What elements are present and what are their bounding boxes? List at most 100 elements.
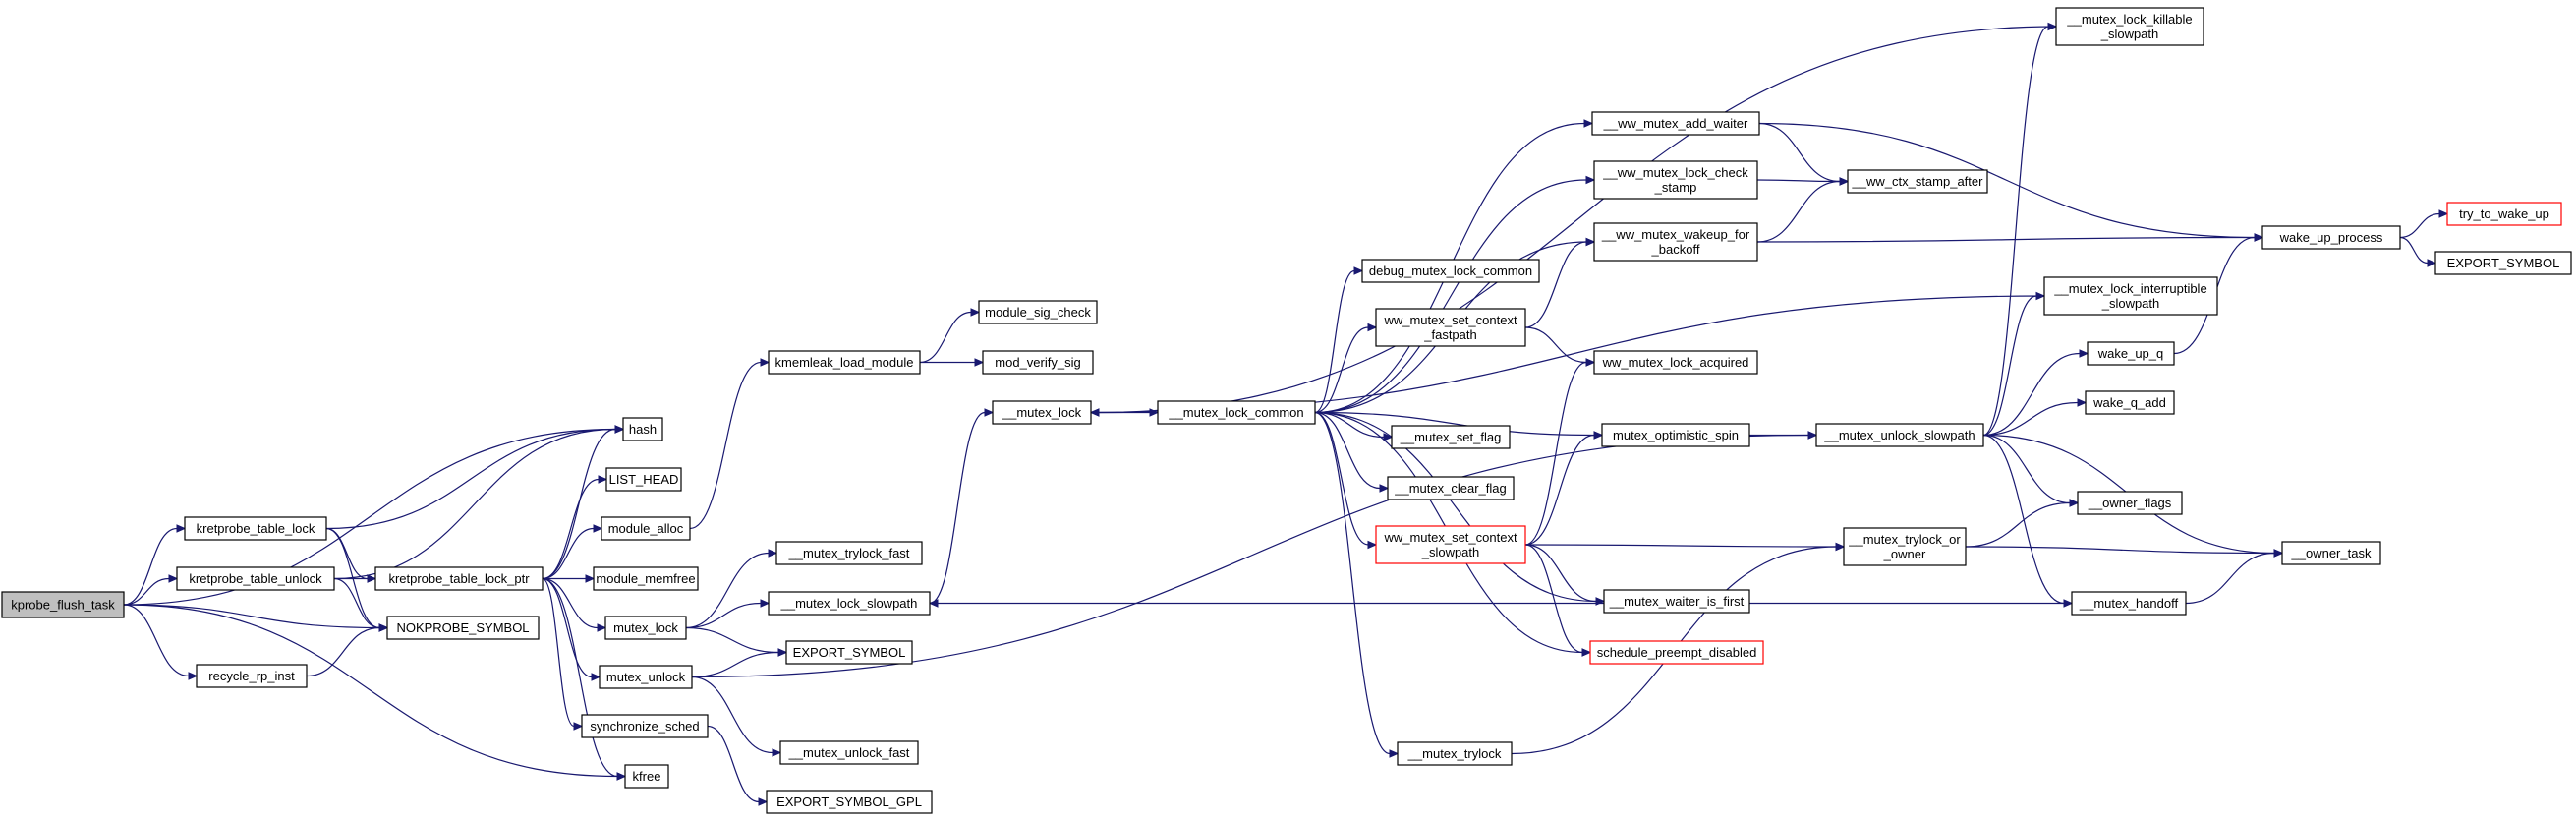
arrowhead-ww-mutex-set-context-slowpath	[1367, 540, 1378, 550]
node-label: mutex_unlock	[606, 670, 686, 684]
node-box	[1593, 350, 1758, 375]
arrowhead-debug-mutex-lock-common	[1353, 266, 1364, 275]
node-mutex-trylock-or-owner[interactable]: __mutex_trylock_or_owner	[1843, 527, 1967, 566]
node-try-to-wake-up[interactable]: try_to_wake_up	[2446, 202, 2562, 226]
arrowhead-kmemleak-load-module	[760, 358, 771, 367]
node-debug-mutex-lock-common[interactable]: debug_mutex_lock_common	[1361, 259, 1540, 283]
node-kretprobe-table-lock-ptr[interactable]: kretprobe_table_lock_ptr	[374, 566, 544, 591]
node-label: ww_mutex_set_context	[1383, 530, 1517, 545]
node-kmemleak-load-module[interactable]: kmemleak_load_module	[768, 350, 921, 375]
node-mod-verify-sig[interactable]: mod_verify_sig	[982, 350, 1094, 375]
node-module-memfree[interactable]: module_memfree	[593, 566, 699, 591]
node-mutex-lock[interactable]: __mutex_lock	[992, 400, 1092, 425]
node-mutex-handoff[interactable]: __mutex_handoff	[2071, 591, 2187, 616]
arrowhead-mutex-trylock-or-owner	[1835, 542, 1846, 552]
node-label: try_to_wake_up	[2459, 206, 2549, 221]
node-mutex-lock-common[interactable]: __mutex_lock_common	[1157, 400, 1316, 425]
node-recycle-rp-inst[interactable]: recycle_rp_inst	[196, 664, 308, 688]
arrowhead-export-symbol-a	[777, 648, 788, 657]
node-ww-mutex-wakeup-for-backoff[interactable]: __ww_mutex_wakeup_for_backoff	[1593, 222, 1758, 262]
node-mutex-clear-flag[interactable]: __mutex_clear_flag	[1387, 476, 1515, 500]
node-export-symbol-b[interactable]: EXPORT_SYMBOL	[2434, 251, 2572, 275]
node-wake-up-process[interactable]: wake_up_process	[2261, 225, 2401, 250]
node-box	[1375, 308, 1526, 347]
node-kprobe-flush-task[interactable]: kprobe_flush_task	[1, 591, 125, 618]
node-module-sig-check[interactable]: module_sig_check	[978, 300, 1098, 324]
node-label: module_alloc	[608, 521, 684, 536]
node-mutex-trylock-fast[interactable]: __mutex_trylock_fast	[775, 541, 923, 565]
node-label: __mutex_handoff	[2079, 596, 2179, 611]
edge-ww-mutex-set-context-slowpath-to-ww-mutex-lock-acquired	[1524, 361, 1587, 546]
node-mutex-unlock-slowpath[interactable]: __mutex_unlock_slowpath	[1815, 423, 1984, 447]
node-owner-task[interactable]: __owner_task	[2281, 541, 2381, 565]
node-list-head[interactable]: LIST_HEAD	[605, 467, 682, 492]
node-box	[2434, 251, 2572, 275]
node-wake-q-add[interactable]: wake_q_add	[2085, 390, 2175, 415]
node-ww-ctx-stamp-after[interactable]: __ww_ctx_stamp_after	[1847, 169, 1988, 194]
arrowhead-recycle-rp-inst	[188, 672, 199, 680]
arrowhead-mutex-lock	[597, 623, 607, 632]
edge-kretprobe-table-unlock-to-hash	[333, 428, 616, 580]
node-mutex-lock[interactable]: mutex_lock	[604, 616, 687, 640]
edge-mutex-lock-to-mutex-trylock-fast	[685, 552, 770, 629]
edge-ww-mutex-set-context-fastpath-to-ww-mutex-lock-acquired	[1524, 326, 1587, 364]
node-box	[1361, 259, 1540, 283]
node-kfree[interactable]: kfree	[624, 764, 669, 789]
node-label: wake_up_q	[2097, 346, 2164, 361]
node-mutex-lock-killable-slowpath[interactable]: __mutex_lock_killable_slowpath	[2055, 7, 2204, 46]
node-label: __ww_mutex_lock_check	[1602, 165, 1748, 180]
node-ww-mutex-add-waiter[interactable]: __ww_mutex_add_waiter	[1591, 111, 1760, 136]
node-label: __mutex_lock_slowpath	[780, 596, 918, 611]
arrowhead-ww-mutex-wakeup-for-backoff	[1585, 237, 1596, 247]
node-mutex-set-flag[interactable]: __mutex_set_flag	[1391, 425, 1511, 449]
node-module-alloc[interactable]: module_alloc	[601, 516, 691, 541]
node-ww-mutex-set-context-fastpath[interactable]: ww_mutex_set_context_fastpath	[1375, 308, 1526, 347]
node-label: _fastpath	[1423, 327, 1477, 342]
node-ww-mutex-lock-check-stamp[interactable]: __ww_mutex_lock_check_stamp	[1593, 160, 1758, 200]
edge-ww-mutex-set-context-fastpath-to-ww-mutex-wakeup-for-backoff	[1524, 241, 1587, 328]
node-box	[1593, 160, 1758, 200]
edge-kretprobe-table-lock-ptr-to-mutex-lock	[542, 577, 599, 629]
edge-module-alloc-to-kmemleak-load-module	[689, 361, 762, 530]
edge-kretprobe-table-lock-ptr-to-module-alloc	[542, 527, 595, 580]
node-mutex-trylock[interactable]: __mutex_trylock	[1397, 741, 1513, 766]
edge-ww-mutex-set-context-slowpath-to-mutex-trylock-or-owner	[1524, 544, 1837, 548]
edges-layer	[123, 22, 2449, 806]
node-box	[1, 591, 125, 618]
node-hash[interactable]: hash	[622, 417, 663, 441]
node-box	[605, 467, 682, 492]
node-label: wake_q_add	[2092, 395, 2166, 410]
edge-ww-mutex-set-context-slowpath-to-schedule-preempt-disabled	[1524, 544, 1583, 654]
node-box	[2077, 491, 2183, 515]
node-box	[1589, 640, 1764, 665]
node-ww-mutex-lock-acquired[interactable]: ww_mutex_lock_acquired	[1593, 350, 1758, 375]
node-mutex-unlock[interactable]: mutex_unlock	[599, 665, 693, 689]
node-kretprobe-table-lock[interactable]: kretprobe_table_lock	[184, 516, 327, 541]
edge-mutex-unlock-to-mutex-unlock-fast	[691, 676, 773, 754]
node-mutex-optimistic-spin[interactable]: mutex_optimistic_spin	[1601, 423, 1750, 447]
node-schedule-preempt-disabled[interactable]: schedule_preempt_disabled	[1589, 640, 1764, 665]
node-nokprobe-symbol[interactable]: NOKPROBE_SYMBOL	[386, 616, 540, 640]
node-label: __owner_flags	[2088, 496, 2172, 510]
node-export-symbol-gpl[interactable]: EXPORT_SYMBOL_GPL	[766, 790, 933, 814]
arrowhead-ww-mutex-lock-acquired	[1585, 358, 1596, 367]
edge-mutex-handoff-to-owner-task	[2185, 552, 2275, 605]
node-mutex-lock-interruptible-slowpath[interactable]: __mutex_lock_interruptible_slowpath	[2043, 276, 2218, 316]
edge-mutex-lock-common-to-mutex-trylock	[1314, 411, 1391, 755]
edge-mutex-unlock-slowpath-to-owner-flags	[1982, 434, 2071, 504]
node-export-symbol-a[interactable]: EXPORT_SYMBOL	[785, 640, 913, 665]
node-label: module_sig_check	[985, 305, 1091, 320]
node-mutex-unlock-fast[interactable]: __mutex_unlock_fast	[779, 740, 919, 765]
node-mutex-waiter-is-first[interactable]: __mutex_waiter_is_first	[1603, 589, 1750, 614]
edge-mutex-lock-interruptible-slowpath-to-mutex-lock	[1098, 295, 2045, 414]
arrowhead-wake-q-add	[2077, 398, 2088, 407]
node-mutex-lock-slowpath[interactable]: __mutex_lock_slowpath	[768, 591, 931, 616]
edge-ww-mutex-wakeup-for-backoff-to-ww-ctx-stamp-after	[1756, 180, 1841, 243]
node-wake-up-q[interactable]: wake_up_q	[2087, 341, 2175, 366]
node-owner-flags[interactable]: __owner_flags	[2077, 491, 2183, 515]
edge-mutex-unlock-to-export-symbol-a	[691, 651, 779, 678]
node-kretprobe-table-unlock[interactable]: kretprobe_table_unlock	[176, 566, 335, 591]
node-ww-mutex-set-context-slowpath[interactable]: ww_mutex_set_context_slowpath	[1375, 525, 1526, 564]
node-synchronize-sched[interactable]: synchronize_sched	[581, 714, 709, 738]
node-label: schedule_preempt_disabled	[1597, 645, 1757, 660]
